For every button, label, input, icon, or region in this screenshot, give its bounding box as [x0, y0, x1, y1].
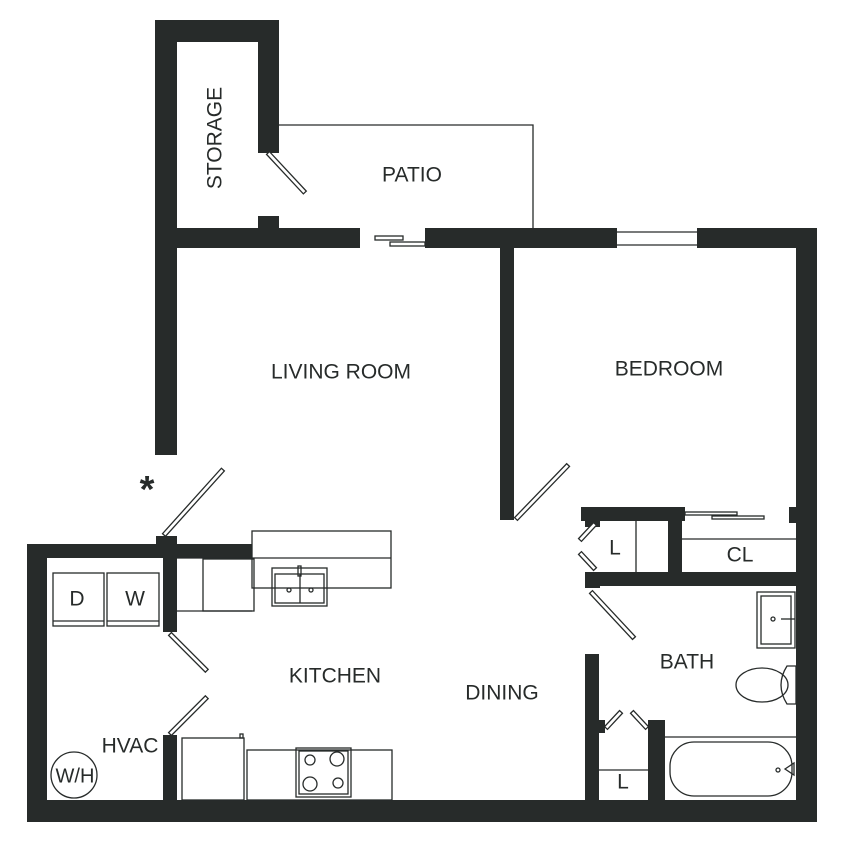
- linen-closet-label: L: [609, 537, 621, 560]
- dining-label: DINING: [465, 682, 539, 705]
- patio-outline: [279, 124, 534, 228]
- refrigerator: [181, 733, 245, 801]
- kitchen-counter-lower: [246, 749, 393, 801]
- linen-closet-lower-label: L: [617, 771, 629, 794]
- hvac-label: HVAC: [102, 735, 159, 758]
- doors[interactable]: [161, 150, 650, 737]
- water-heater: W/H: [50, 751, 98, 799]
- living-room-label: LIVING ROOM: [271, 361, 411, 384]
- entry-marker-icon: *: [140, 469, 155, 511]
- storage-label: STORAGE: [204, 87, 227, 189]
- dishwasher: [202, 558, 255, 612]
- kitchen-label: KITCHEN: [289, 665, 381, 688]
- kitchen-sink: [271, 565, 328, 607]
- kitchen-counter-upper: [177, 530, 392, 612]
- bathroom-sink: [756, 591, 796, 649]
- patio-label: PATIO: [382, 164, 442, 187]
- bathtub: [665, 736, 796, 797]
- toilet: [735, 665, 797, 705]
- water-heater-label: W/H: [56, 765, 95, 787]
- dryer: D: [52, 572, 105, 627]
- walls: [27, 20, 817, 822]
- stove-icon: [295, 747, 352, 798]
- washer: W: [106, 572, 160, 627]
- dryer-label: D: [69, 588, 84, 611]
- patio-sliding-door[interactable]: [374, 235, 426, 247]
- bedroom-label: BEDROOM: [615, 358, 724, 381]
- closet-sliding-door[interactable]: [684, 511, 765, 520]
- washer-label: W: [125, 588, 145, 611]
- bedroom-window: [617, 231, 697, 246]
- closet-label: CL: [727, 544, 754, 567]
- bath-label: BATH: [660, 651, 714, 674]
